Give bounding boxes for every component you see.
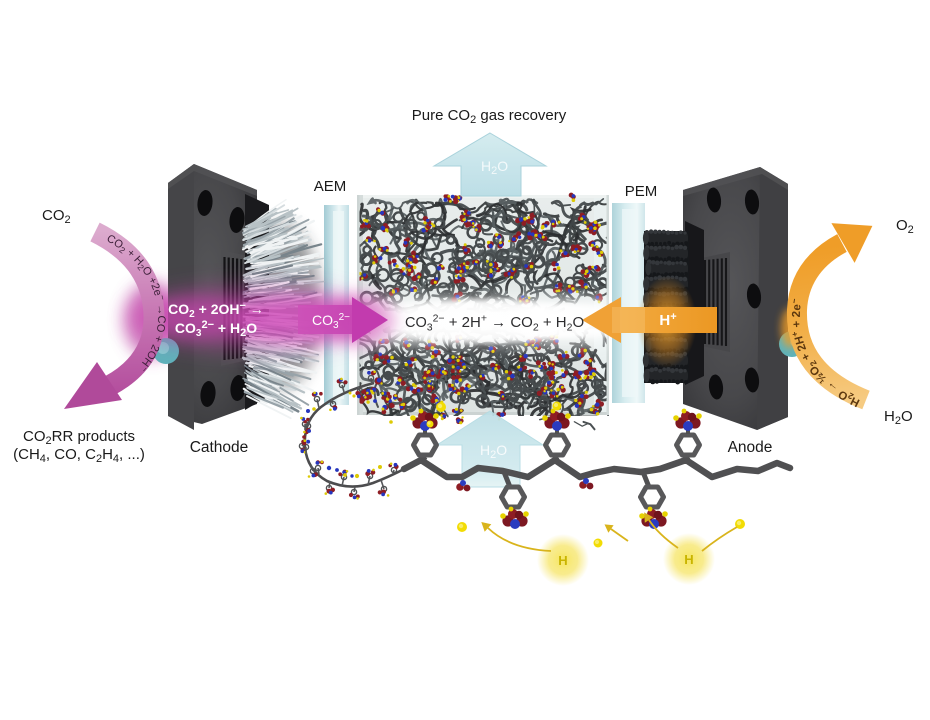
- svg-text:H: H: [558, 553, 567, 568]
- svg-text:AEM: AEM: [314, 178, 347, 195]
- svg-text:H2O: H2O: [481, 158, 508, 177]
- svg-text:H2O: H2O: [884, 408, 913, 427]
- svg-text:Pure CO2 gas recovery: Pure CO2 gas recovery: [412, 107, 567, 126]
- svg-text:H2O: H2O: [480, 442, 507, 461]
- svg-text:PEM: PEM: [625, 183, 658, 200]
- svg-text:(CH4, CO, C2H4, ...): (CH4, CO, C2H4, ...): [13, 446, 145, 465]
- svg-text:Anode: Anode: [728, 439, 773, 456]
- svg-text:CO32− + H2O: CO32− + H2O: [175, 319, 257, 339]
- svg-text:CO2: CO2: [42, 207, 71, 226]
- svg-text:CO2RR products: CO2RR products: [23, 428, 135, 447]
- svg-text:Cathode: Cathode: [190, 439, 249, 456]
- svg-text:CO32− + 2H+ → CO2 + H2O: CO32− + 2H+ → CO2 + H2O: [405, 313, 584, 334]
- svg-text:H: H: [684, 552, 693, 567]
